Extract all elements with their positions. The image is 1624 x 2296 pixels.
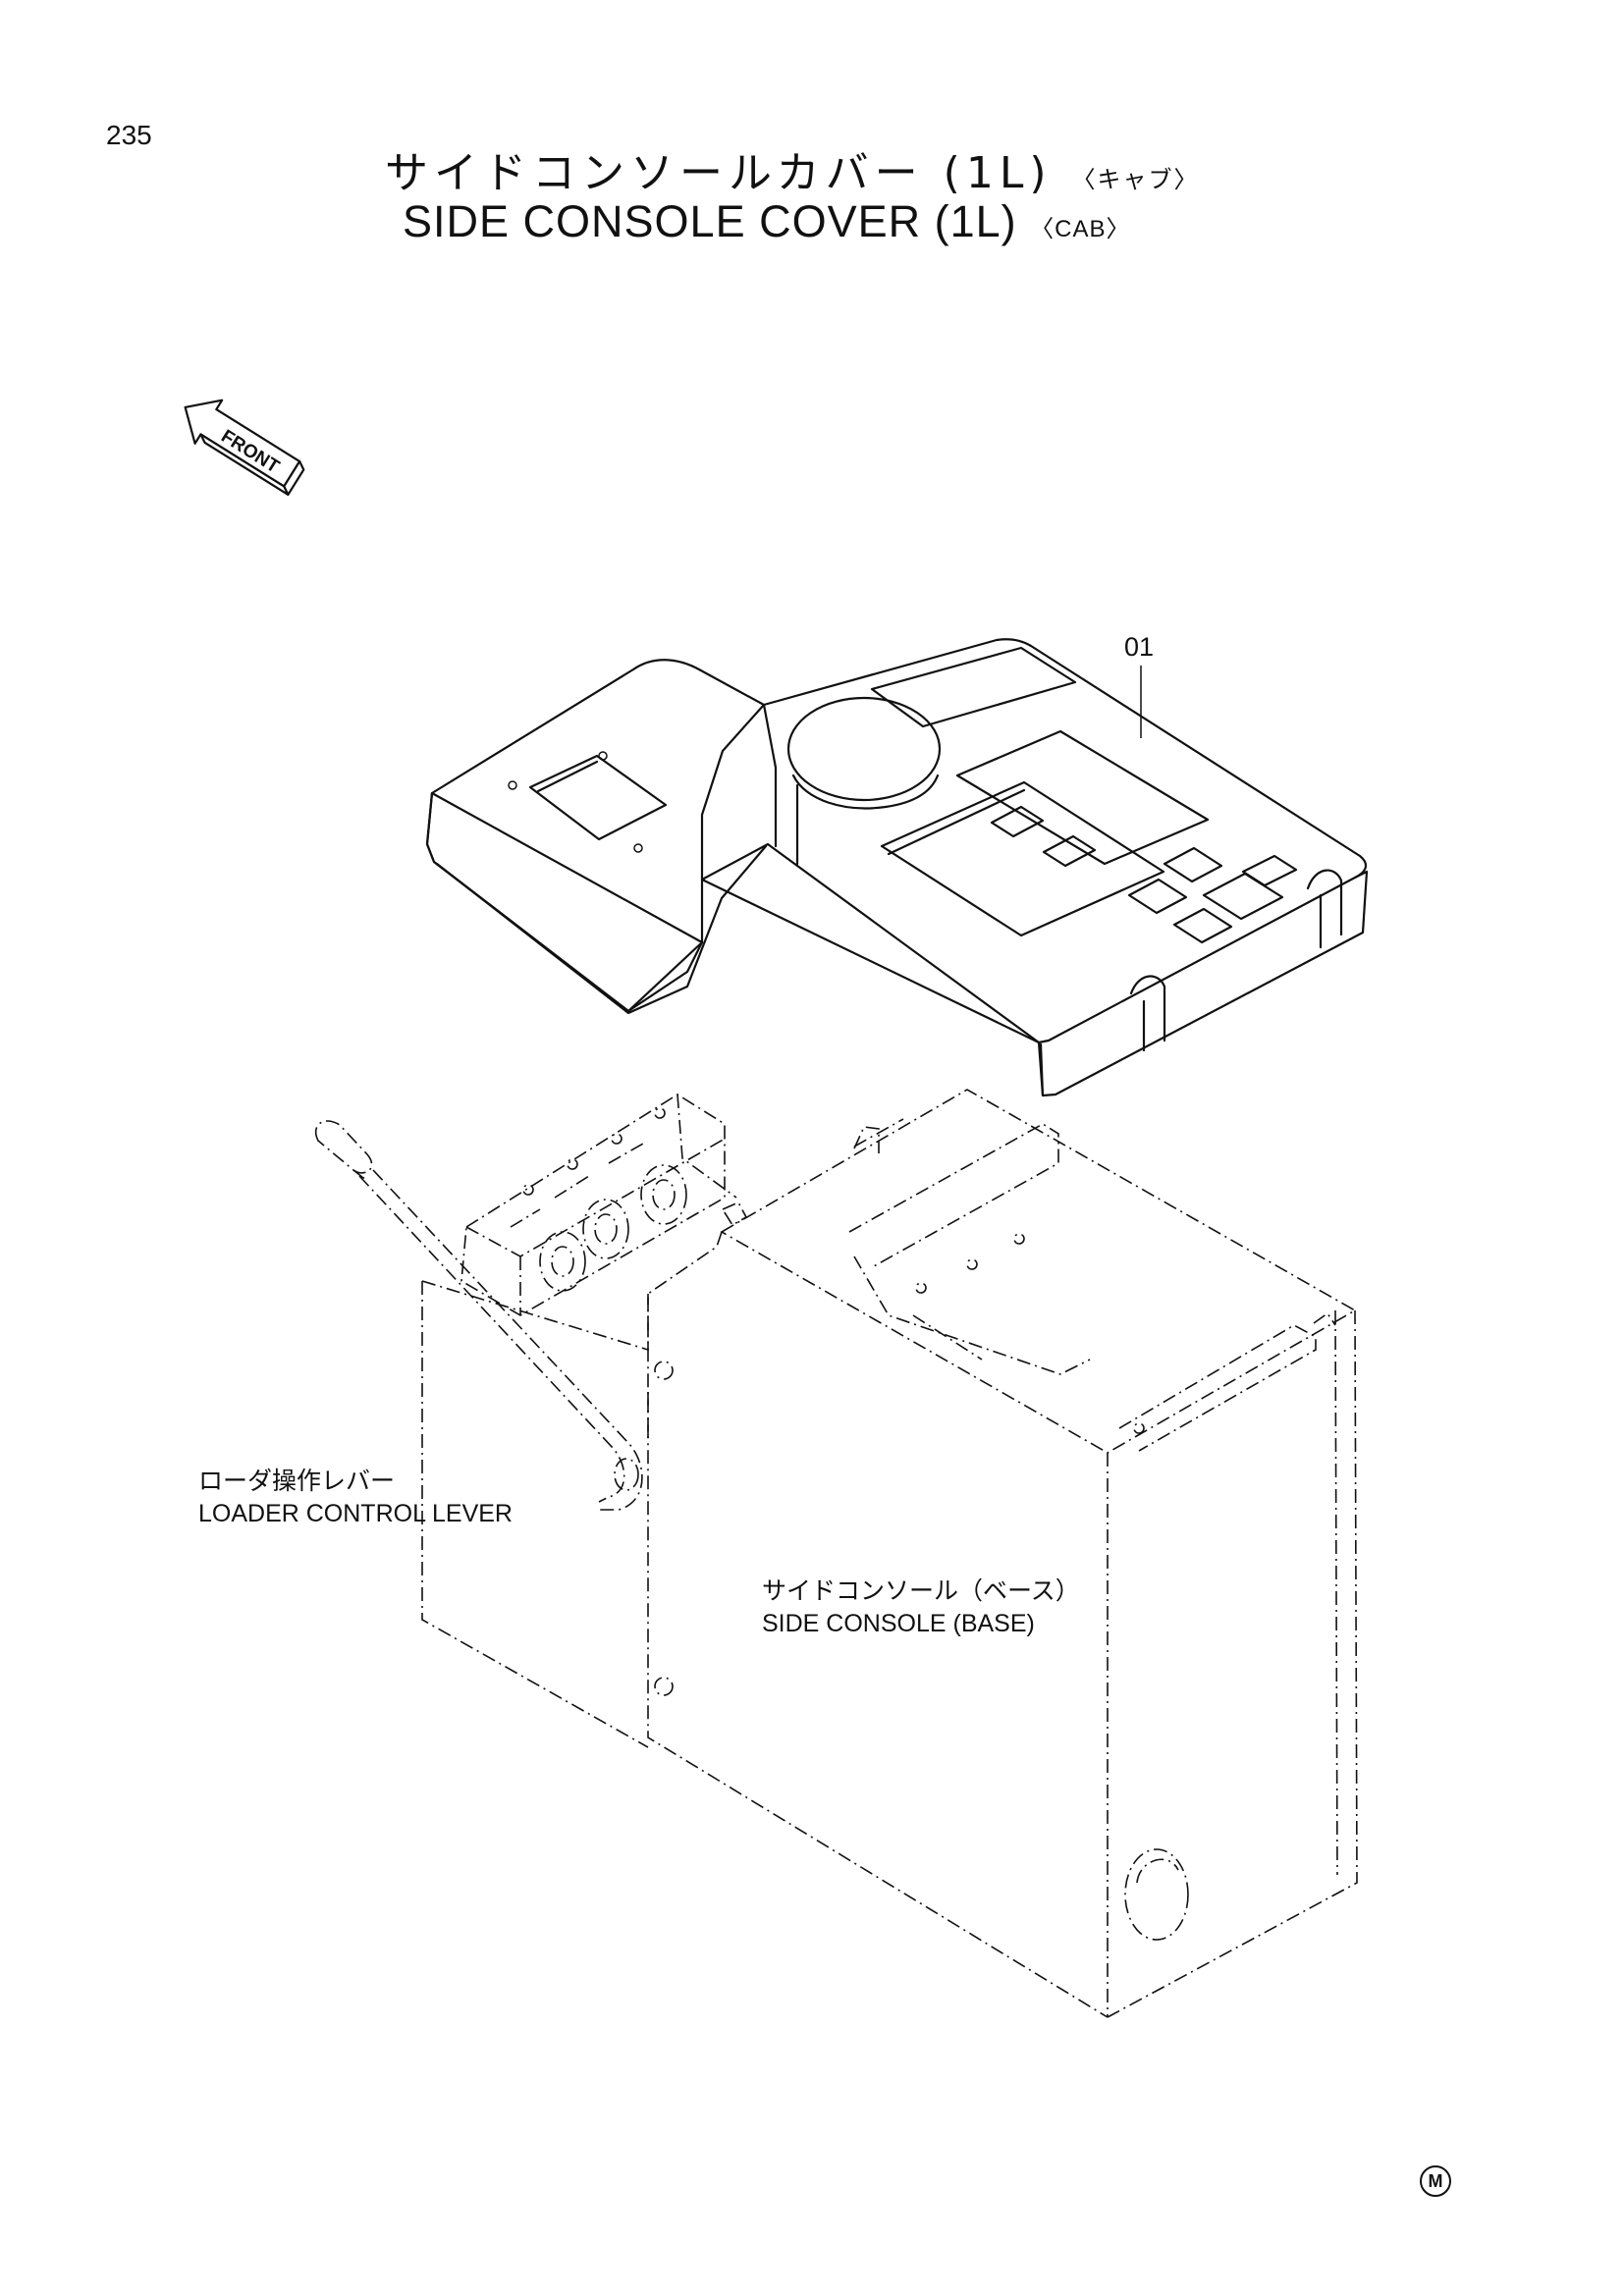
- title-english: SIDE CONSOLE COVER (1L) 〈CAB〉: [403, 196, 1131, 247]
- loader-control-lever-label-en: LOADER CONTROL LEVER: [198, 1500, 513, 1527]
- console-base-part: [315, 1089, 1358, 2018]
- callout-01-label: 01: [1124, 632, 1154, 662]
- title-english-qualifier: 〈CAB〉: [1030, 216, 1131, 242]
- side-console-base-label-jp: サイドコンソール（ベース）: [762, 1577, 1080, 1605]
- side-console-base-label-en: SIDE CONSOLE (BASE): [762, 1610, 1035, 1637]
- title-japanese-qualifier: 〈キャブ〉: [1071, 166, 1200, 193]
- loader-control-lever-label-jp: ローダ操作レバー: [198, 1468, 396, 1495]
- title-japanese: サイドコンソールカバー (1L) 〈キャブ〉: [385, 137, 1200, 200]
- corner-m-mark: M: [1420, 2165, 1451, 2197]
- front-arrow-icon: FRONT: [184, 399, 305, 497]
- title-english-main: SIDE CONSOLE COVER (1L): [403, 196, 1017, 246]
- console-cover-part: 01: [425, 632, 1369, 1097]
- title-japanese-main: サイドコンソールカバー (1L): [385, 148, 1053, 198]
- loader-control-lever-label: ローダ操作レバー LOADER CONTROL LEVER: [198, 1466, 513, 1530]
- side-console-base-label: サイドコンソール（ベース） SIDE CONSOLE (BASE): [762, 1575, 1080, 1640]
- page-number: 235: [106, 120, 152, 150]
